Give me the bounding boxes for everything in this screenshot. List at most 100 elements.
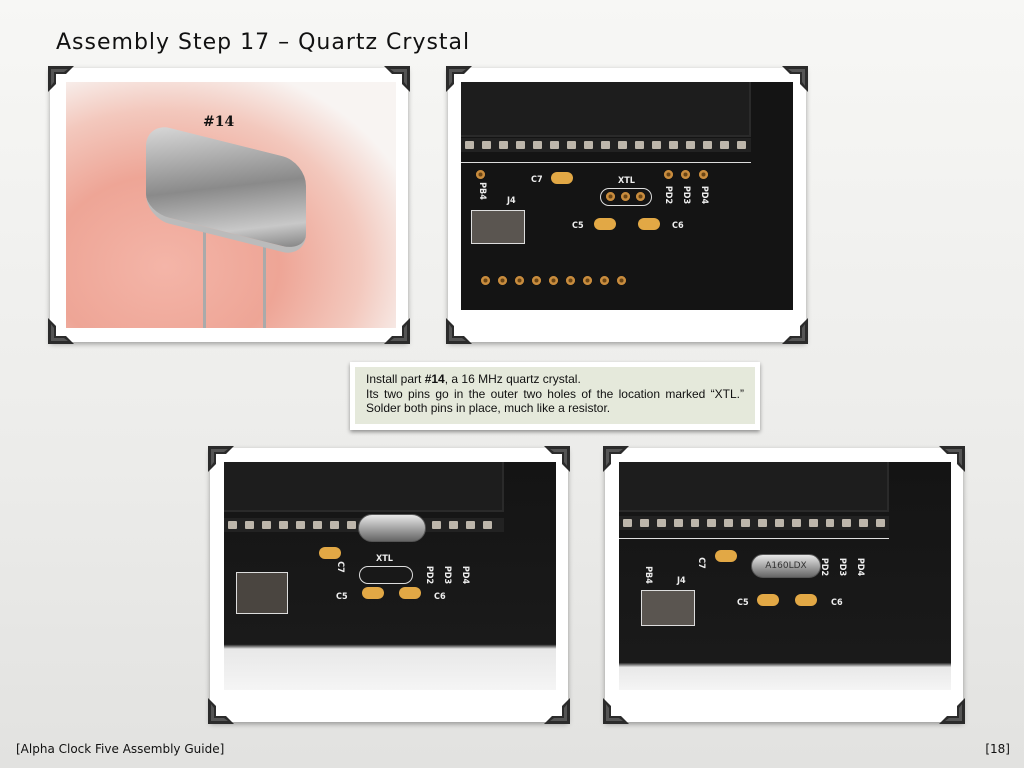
header-j4	[471, 210, 525, 244]
caption-instructions: Its two pins go in the outer two holes o…	[366, 386, 744, 416]
xtl-footprint	[359, 566, 413, 584]
instruction-caption: Install part #14, a 16 MHz quartz crysta…	[350, 362, 760, 430]
pcb-label-c6: C6	[672, 221, 684, 231]
caption-text: , a 16 MHz quartz crystal.	[444, 372, 581, 386]
crystal-component	[358, 514, 426, 542]
photo-corner-mount-icon	[384, 318, 410, 344]
photo-frame-crystal: #14	[48, 66, 410, 344]
pad	[681, 170, 690, 179]
pcb-label-c5: C5	[737, 598, 749, 608]
photo-corner-mount-icon	[208, 698, 234, 724]
footer-page-number: [18]	[985, 742, 1010, 756]
photo-corner-mount-icon	[48, 66, 74, 92]
photo-corner-mount-icon	[782, 318, 808, 344]
photo-corner-mount-icon	[782, 66, 808, 92]
pcb-label-j4: J4	[677, 576, 686, 586]
pcb-label-pd2: PD2	[819, 557, 830, 577]
pad	[549, 276, 558, 285]
pad	[664, 170, 673, 179]
capacitor-c5	[757, 594, 779, 606]
pad	[600, 276, 609, 285]
pad	[617, 276, 626, 285]
photo-corner-mount-icon	[48, 318, 74, 344]
pcb-before-photo: PB4 J4 C7 XTL PD2 PD3 PD4 C5 C6	[461, 82, 793, 310]
capacitor-c7	[319, 547, 341, 559]
crystal-marking: A160LDX	[765, 561, 807, 571]
silkscreen-line	[461, 162, 751, 163]
photo-corner-mount-icon	[384, 66, 410, 92]
pcb-label-pd4: PD4	[460, 565, 471, 585]
photo-corner-mount-icon	[603, 698, 629, 724]
pcb-label-pd3: PD3	[681, 185, 692, 205]
ic-socket	[461, 82, 751, 137]
pad	[699, 170, 708, 179]
photo-frame-pcb-inserting: C7 XTL PD2 PD3 PD4 C5 C6	[208, 446, 570, 724]
photo-corner-mount-icon	[939, 446, 965, 472]
photo-frame-pcb-before: PB4 J4 C7 XTL PD2 PD3 PD4 C5 C6	[446, 66, 808, 344]
pcb-label-c6: C6	[434, 592, 446, 602]
pcb-label-pd4: PD4	[699, 185, 710, 205]
pad	[606, 192, 615, 201]
capacitor-c5	[362, 587, 384, 599]
ic-socket	[619, 462, 889, 512]
photo-corner-mount-icon	[544, 446, 570, 472]
capacitor-c7	[551, 172, 573, 184]
header-j4	[641, 590, 695, 626]
pcb-installed-photo: PB4 J4 C7 A160LDX PD2 PD3 PD4 C5 C6	[619, 462, 951, 690]
header-j4	[236, 572, 288, 614]
pad	[583, 276, 592, 285]
slide-title: Assembly Step 17 – Quartz Crystal	[56, 30, 471, 55]
pcb-label-pb4: PB4	[642, 566, 653, 584]
crystal-component: A160LDX	[751, 554, 821, 578]
pcb-label-c6: C6	[831, 598, 843, 608]
pad	[636, 192, 645, 201]
pad	[621, 192, 630, 201]
capacitor-c6	[795, 594, 817, 606]
pcb-label-pd2: PD2	[424, 565, 435, 585]
capacitor-c5	[594, 218, 616, 230]
pad	[515, 276, 524, 285]
photo-frame-pcb-installed: PB4 J4 C7 A160LDX PD2 PD3 PD4 C5 C6	[603, 446, 965, 724]
pad	[532, 276, 541, 285]
caption-text: Install part	[366, 372, 425, 386]
xtl-footprint	[600, 188, 652, 206]
capacitor-c7	[715, 550, 737, 562]
pcb-label-c5: C5	[336, 592, 348, 602]
capacitor-c6	[638, 218, 660, 230]
socket-pins	[619, 516, 889, 530]
pcb-label-pd3: PD3	[837, 557, 848, 577]
pcb-label-xtl: XTL	[618, 176, 635, 186]
pad	[498, 276, 507, 285]
pcb-label-pd3: PD3	[442, 565, 453, 585]
photo-corner-mount-icon	[208, 446, 234, 472]
caption-part-number: #14	[424, 372, 445, 386]
crystal-pin	[263, 242, 266, 328]
footer-guide-title: [Alpha Clock Five Assembly Guide]	[16, 742, 225, 756]
pcb-label-c5: C5	[572, 221, 584, 231]
crystal-body	[146, 122, 306, 258]
photo-corner-mount-icon	[446, 318, 472, 344]
pcb-label-pd2: PD2	[663, 185, 674, 205]
photo-corner-mount-icon	[544, 698, 570, 724]
crystal-pin	[203, 232, 206, 328]
photo-corner-mount-icon	[446, 66, 472, 92]
pad	[476, 170, 485, 179]
pcb-label-c7: C7	[695, 557, 706, 569]
pcb-label-xtl: XTL	[376, 554, 393, 564]
photo-corner-mount-icon	[939, 698, 965, 724]
pcb-label-c7: C7	[334, 561, 345, 573]
pcb-label-pb4: PB4	[476, 182, 487, 200]
capacitor-c6	[399, 587, 421, 599]
pad	[481, 276, 490, 285]
crystal-part-photo: #14	[66, 82, 396, 328]
part-number-label: #14	[203, 114, 235, 130]
ic-socket	[224, 462, 504, 512]
pcb-label-pd4: PD4	[855, 557, 866, 577]
pcb-label-c7: C7	[531, 175, 543, 185]
pcb-inserting-photo: C7 XTL PD2 PD3 PD4 C5 C6	[224, 462, 556, 690]
socket-pins	[461, 138, 751, 152]
pcb-label-j4: J4	[507, 196, 516, 206]
photo-corner-mount-icon	[603, 446, 629, 472]
silkscreen-line	[619, 538, 889, 539]
pad	[566, 276, 575, 285]
